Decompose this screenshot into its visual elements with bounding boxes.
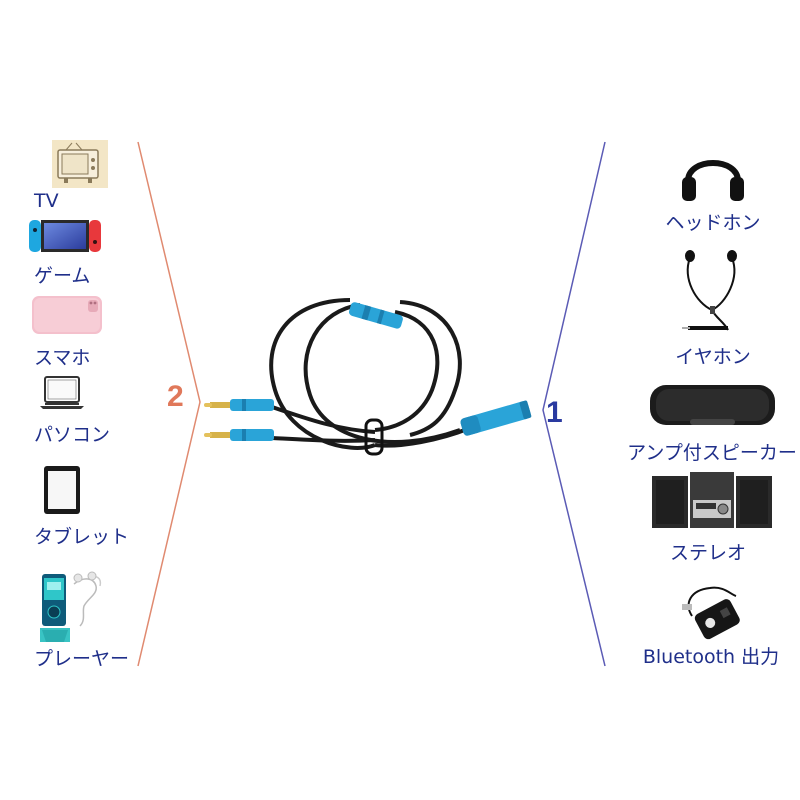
left-bracket xyxy=(137,141,201,667)
bluetooth-transmitter-icon xyxy=(682,586,740,640)
device-label-player: プレーヤー xyxy=(34,648,130,670)
headphones-icon xyxy=(682,160,744,201)
device-label-game: ゲーム xyxy=(34,265,91,287)
splitter-cable-icon xyxy=(204,298,532,456)
game-console-icon xyxy=(29,220,101,252)
music-player-icon xyxy=(40,571,102,642)
stereo-icon xyxy=(652,472,772,528)
device-label-smartphone: スマホ xyxy=(34,347,91,369)
right-number: 1 xyxy=(546,396,563,429)
device-label-bluetooth: Bluetooth 出力 xyxy=(642,646,780,668)
device-label-earphones: イヤホン xyxy=(675,346,751,368)
device-label-speaker: アンプ付スピーカー xyxy=(627,442,797,464)
device-label-stereo: ステレオ xyxy=(669,542,747,564)
tablet-icon xyxy=(44,466,80,514)
laptop-icon xyxy=(40,376,84,409)
device-label-headphones: ヘッドホン xyxy=(665,212,761,234)
earphones-icon xyxy=(682,250,737,331)
left-number: 2 xyxy=(167,380,184,413)
speaker-icon xyxy=(650,385,775,425)
right-bracket xyxy=(542,141,606,667)
device-label-tablet: タブレット xyxy=(34,526,130,548)
smartphone-icon xyxy=(32,296,102,334)
device-label-tv: TV xyxy=(34,190,59,212)
tv-icon xyxy=(52,140,108,188)
device-label-pc: パソコン xyxy=(34,424,111,446)
